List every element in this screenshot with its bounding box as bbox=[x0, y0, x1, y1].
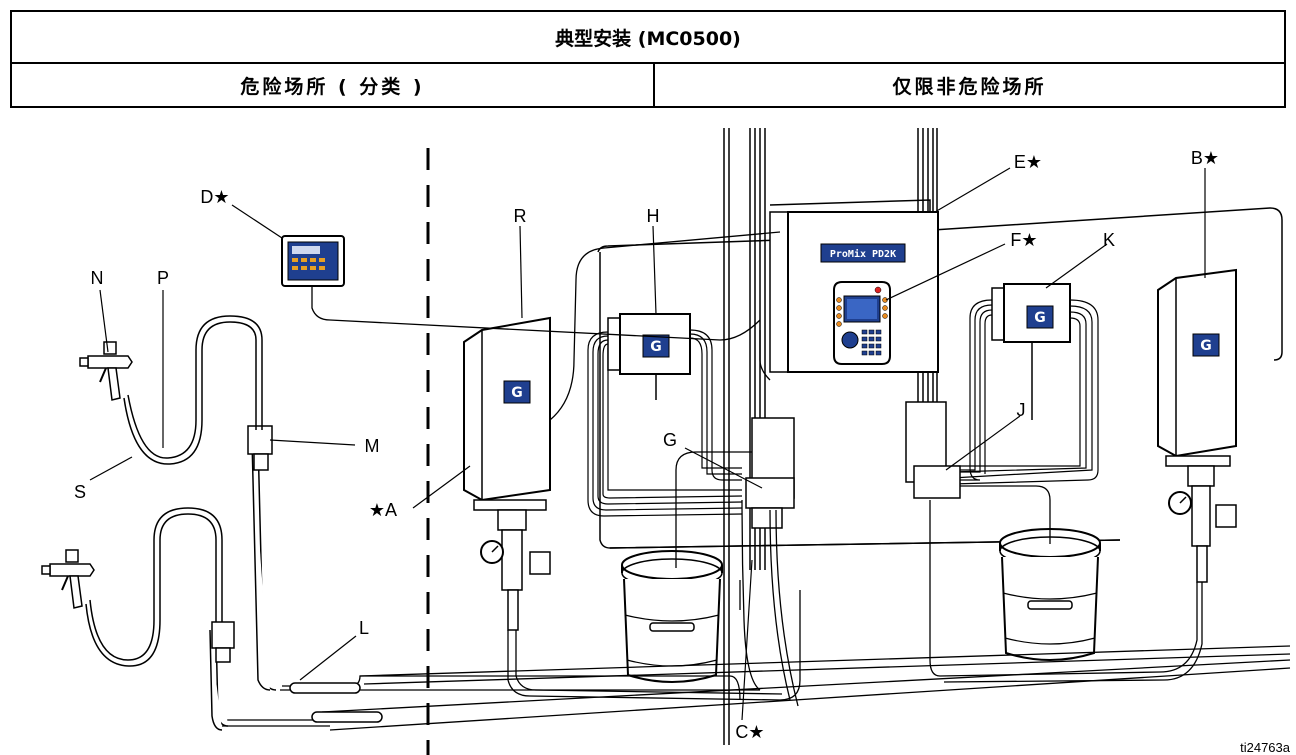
callout-b: B★ bbox=[1191, 148, 1219, 168]
fluid-module-h bbox=[607, 313, 691, 400]
callout-d: D★ bbox=[200, 187, 229, 207]
callout-h: H bbox=[647, 206, 660, 226]
pump-a bbox=[463, 316, 551, 631]
callout-r: R bbox=[514, 206, 527, 226]
gun-hoses bbox=[85, 315, 263, 667]
pump-b bbox=[1157, 268, 1237, 583]
cable-bundle-right bbox=[916, 299, 1099, 485]
hose-bundle-l bbox=[209, 439, 383, 731]
control-box-e: ProMix PD2K bbox=[769, 199, 939, 373]
leader-lines bbox=[89, 167, 1206, 721]
callout-j: J bbox=[1017, 400, 1026, 420]
callout-s: S bbox=[74, 482, 86, 502]
hazardous-zone-heading: 危险场所 ( 分类 ) bbox=[12, 64, 655, 106]
callout-g: G bbox=[663, 430, 677, 450]
panel-brand-text: ProMix PD2K bbox=[830, 248, 896, 260]
callout-l: L bbox=[359, 618, 369, 638]
callout-f: F★ bbox=[1010, 230, 1037, 250]
mix-manifold-j bbox=[905, 401, 961, 499]
callout-p: P bbox=[157, 268, 169, 288]
zone-row: 危险场所 ( 分类 ) 仅限非危险场所 bbox=[10, 62, 1286, 108]
callout-m: M bbox=[365, 436, 380, 456]
spray-gun-n bbox=[79, 341, 133, 401]
callout-c: C★ bbox=[735, 722, 764, 742]
callout-k: K bbox=[1103, 230, 1115, 250]
spray-gun-2 bbox=[41, 549, 95, 609]
mix-manifold-g bbox=[745, 417, 795, 529]
callout-n: N bbox=[91, 268, 104, 288]
callout-a: ★A bbox=[369, 500, 397, 520]
figure-reference: ti24763a bbox=[1240, 740, 1291, 755]
material-bucket-b bbox=[999, 528, 1101, 661]
cable-r bbox=[549, 231, 781, 421]
non-hazardous-zone-heading: 仅限非危险场所 bbox=[892, 75, 1047, 98]
callout-e: E★ bbox=[1014, 152, 1042, 172]
table-title: 典型安装 (MC0500) bbox=[555, 27, 741, 50]
fluid-module-k bbox=[991, 283, 1071, 420]
material-bucket-a bbox=[621, 550, 723, 683]
remote-display-d bbox=[281, 235, 761, 341]
